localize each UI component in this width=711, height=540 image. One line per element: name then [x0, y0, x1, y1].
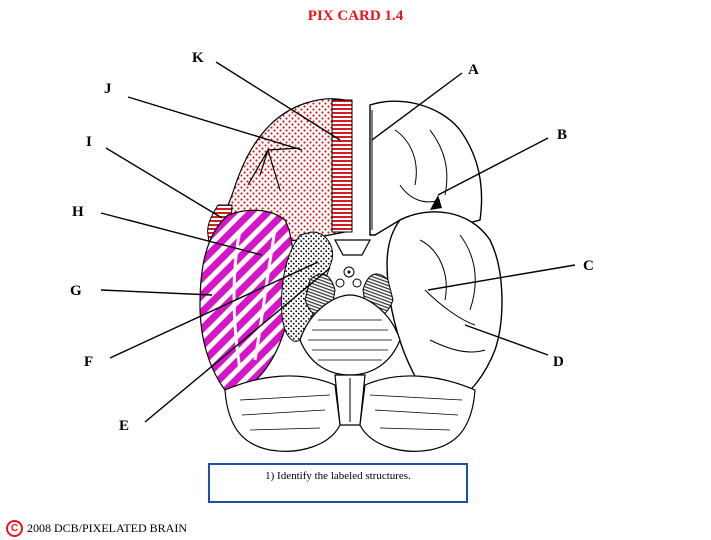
question-text: 1) Identify the labeled structures.	[265, 470, 411, 482]
arrow-b-head	[430, 195, 442, 210]
label-k: K	[192, 50, 204, 66]
right-temporal-lobe	[386, 211, 503, 401]
label-e: E	[119, 418, 129, 434]
pons	[299, 294, 401, 376]
gyrus-rectus	[331, 99, 353, 233]
footer-text: 2008 DCB/PIXELATED BRAIN	[27, 521, 188, 535]
copyright-icon: C	[6, 520, 23, 537]
label-j: J	[104, 81, 112, 97]
label-f: F	[84, 354, 93, 370]
card-title: PIX CARD 1.4	[307, 8, 404, 24]
label-g: G	[70, 283, 82, 299]
label-i: I	[86, 134, 92, 150]
label-d: D	[553, 354, 564, 370]
cerebellum	[224, 375, 476, 452]
left-temporal-lobe	[199, 209, 294, 391]
question-box: 1) Identify the labeled structures.	[208, 463, 468, 503]
label-h: H	[72, 204, 84, 220]
leader-lines	[100, 61, 576, 423]
label-b: B	[557, 127, 567, 143]
label-c: C	[583, 258, 594, 274]
optic-chiasm	[334, 239, 371, 256]
label-a: A	[468, 62, 479, 78]
footer: C 2008 DCB/PIXELATED BRAIN	[6, 520, 187, 537]
